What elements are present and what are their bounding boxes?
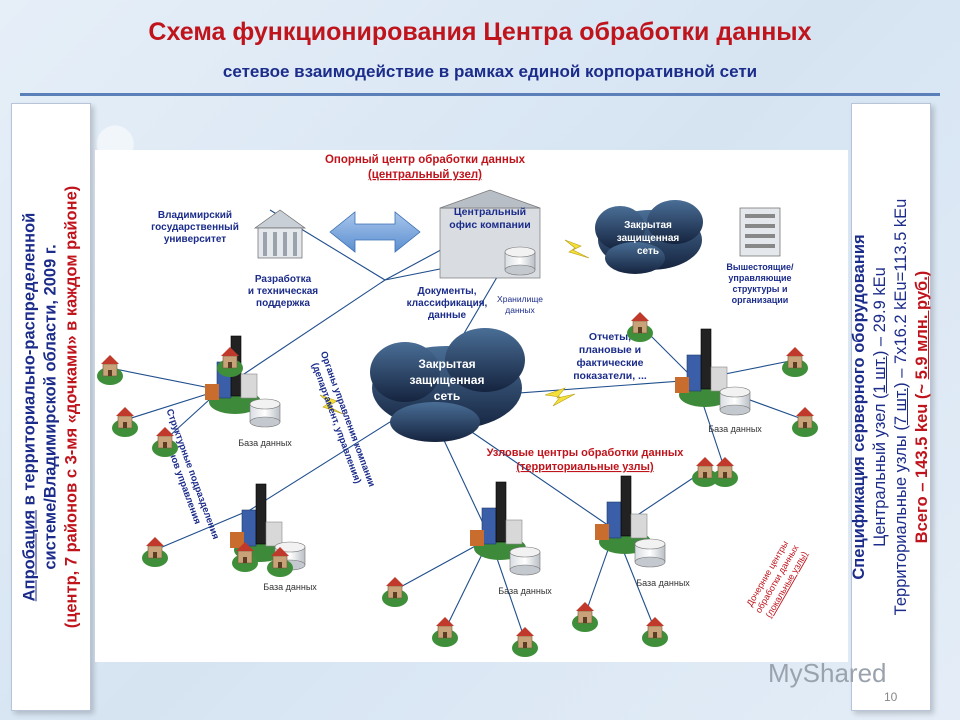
struct-units-label: Структурные подразделения органов управл… — [159, 407, 221, 540]
svg-text:государственный: государственный — [151, 222, 239, 233]
left-info-panel: Апробация в территориально-распределенно… — [11, 103, 91, 711]
page-title: Схема функционирования Центра обработки … — [148, 18, 812, 46]
central-center-subtitle: (центральный узел) — [368, 169, 482, 181]
svg-text:фактические: фактические — [576, 357, 643, 369]
svg-text:сеть: сеть — [434, 389, 460, 403]
svg-text:Хранилище: Хранилище — [497, 294, 543, 304]
higher-orgs-icon — [739, 207, 781, 257]
svg-text:Документы,: Документы, — [417, 286, 476, 297]
svg-text:Закрытая: Закрытая — [418, 357, 475, 371]
storage-label: Хранилище данных — [497, 294, 543, 315]
mgmt-bodies-label: Органы управления компании (департамент,… — [309, 350, 377, 489]
higher-orgs-label: Вышестоящие/ управляющие структуры и орг… — [726, 262, 794, 305]
local-centers-label: Дочерние центры обработки данных (локаль… — [745, 539, 810, 619]
central-office-label-2: офис компании — [449, 219, 530, 231]
svg-text:классификация,: классификация, — [407, 297, 488, 309]
svg-text:данные: данные — [428, 310, 467, 321]
regional-node-4 — [594, 475, 666, 568]
left-line2: системе/Владимирской области, 2009 г. — [41, 244, 60, 570]
svg-text:защищенная: защищенная — [617, 233, 680, 244]
central-office-icon — [439, 189, 541, 279]
left-line1-rest: в территориально-распределенной — [20, 212, 39, 510]
page-subtitle: сетевое взаимодействие в рамках единой к… — [222, 62, 758, 81]
double-arrow-icon — [329, 211, 421, 253]
svg-text:плановые и: плановые и — [579, 344, 641, 356]
svg-text:организации: организации — [732, 295, 789, 305]
svg-text:Владимирский: Владимирский — [158, 210, 232, 221]
db-label-5: База данных — [708, 424, 762, 434]
approbation-label: Апробация — [20, 509, 39, 602]
left-line3: (центр, 7 районов с 3-мя «дочками» в каж… — [62, 185, 81, 629]
db-label-4: База данных — [636, 578, 690, 588]
network-diagram: Опорный центр обработки данных (централь… — [95, 150, 848, 662]
university-label: Владимирский государственный университет — [151, 210, 239, 245]
svg-text:Вышестоящие/: Вышестоящие/ — [726, 262, 794, 272]
university-icon — [253, 209, 307, 259]
svg-text:показатели, ...: показатели, ... — [573, 370, 647, 382]
page-number: 10 — [884, 690, 898, 704]
svg-text:Закрытая: Закрытая — [624, 220, 672, 231]
svg-text:управляющие: управляющие — [728, 273, 791, 283]
right-panel-text: Спецификация серверного оборудования Цен… — [849, 112, 933, 702]
development-label: Разработка и техническая поддержка — [248, 273, 318, 309]
closed-network-cloud-center: Закрытая защищенная сеть — [370, 328, 525, 442]
svg-text:и техническая: и техническая — [248, 286, 318, 297]
central-center-title: Опорный центр обработки данных — [325, 154, 526, 166]
regional-centers-subtitle: (территориальные узлы) — [516, 461, 654, 473]
svg-text:Разработка: Разработка — [255, 273, 312, 285]
closed-network-cloud-top: Закрытая защищенная сеть — [595, 200, 703, 274]
svg-text:сеть: сеть — [637, 246, 659, 257]
regional-nodes-cost: ) – 7x16.2 kEu=113.5 kEu — [892, 198, 910, 388]
svg-text:защищенная: защищенная — [410, 373, 485, 387]
central-node-count: 1 шт. — [871, 356, 889, 394]
regional-node-1 — [204, 335, 281, 428]
right-info-panel: Спецификация серверного оборудования Цен… — [849, 103, 933, 711]
regional-nodes-label: Территориальные узлы ( — [892, 425, 910, 616]
total-rub: 5.9 млн. руб. — [913, 276, 931, 380]
db-label-1: База данных — [238, 438, 292, 448]
spec-title: Спецификация серверного оборудования — [850, 234, 868, 580]
reports-label: Отчеты, плановые и фактические показател… — [573, 331, 647, 382]
total-label: Всего – 143.5 keu (~ — [913, 379, 931, 544]
documents-label: Документы, классификация, данные — [407, 286, 488, 321]
db-label-2: База данных — [263, 582, 317, 592]
central-office-label-1: Центральный — [454, 206, 526, 218]
svg-text:университет: университет — [164, 234, 226, 245]
svg-text:Отчеты,: Отчеты, — [589, 331, 631, 343]
db-label-3: База данных — [498, 586, 552, 596]
regional-nodes-count: 7 шт. — [892, 387, 910, 426]
total-close: ) — [913, 270, 931, 277]
svg-text:данных: данных — [505, 305, 535, 315]
svg-text:поддержка: поддержка — [256, 298, 310, 309]
divider — [20, 93, 940, 96]
watermark: MyShared — [768, 658, 887, 688]
left-panel-text: Апробация в территориально-распределенно… — [20, 112, 83, 702]
regional-centers-title: Узловые центры обработки данных — [487, 447, 685, 459]
regional-node-3 — [469, 481, 541, 576]
central-node-label: Центральный узел ( — [871, 393, 889, 547]
svg-text:структуры и: структуры и — [732, 284, 787, 294]
central-node-cost: ) – 29.9 kEu — [871, 267, 889, 357]
